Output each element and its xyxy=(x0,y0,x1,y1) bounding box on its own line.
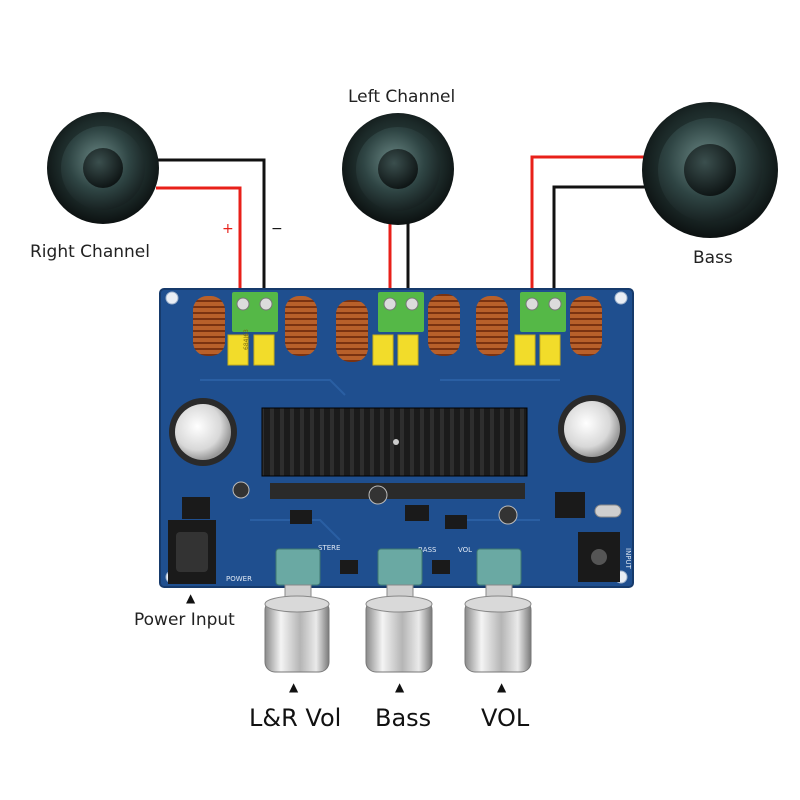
silkscreen-vol: VOL xyxy=(458,546,472,554)
electrolytic-capacitor-right xyxy=(558,395,626,463)
power-input-arrow-icon: ▲ xyxy=(186,591,196,605)
silkscreen-input: INPUT xyxy=(624,548,632,570)
bass-red-wire xyxy=(530,155,648,305)
electrolytic-capacitor-left xyxy=(169,398,237,466)
small-capacitor xyxy=(498,505,518,525)
bass-knob[interactable] xyxy=(365,548,433,673)
power-input-label: Power Input xyxy=(134,610,235,630)
capacitor-marking: 684J63 xyxy=(243,329,250,350)
lr-vol-label: L&R Vol xyxy=(249,704,342,732)
vol-knob[interactable] xyxy=(464,548,532,673)
silkscreen-power: POWER xyxy=(226,575,252,583)
amplifier-board: 684J63 xyxy=(159,288,634,588)
ics xyxy=(290,492,585,574)
silkscreen-bass: BASS xyxy=(418,546,437,554)
right-channel-label: Right Channel xyxy=(30,242,150,262)
small-capacitor xyxy=(368,485,388,505)
right-channel-red-wire xyxy=(156,186,242,305)
inductors xyxy=(193,294,602,362)
minus-sign: − xyxy=(271,221,283,237)
bass-terminal xyxy=(520,292,566,332)
left-channel-terminal xyxy=(378,292,424,332)
bass-knob-label: Bass xyxy=(375,704,432,732)
crystal xyxy=(594,504,622,518)
silkscreen-stereo: STERE xyxy=(318,544,340,552)
vol-label: VOL xyxy=(481,704,530,732)
right-channel-terminal xyxy=(232,292,278,332)
lr-vol-knob[interactable] xyxy=(264,548,330,673)
left-channel-label: Left Channel xyxy=(348,87,456,107)
diode xyxy=(182,497,210,519)
left-channel-speaker xyxy=(342,113,454,225)
bass-arrow-icon: ▲ xyxy=(395,680,405,694)
small-capacitor xyxy=(232,481,250,499)
film-capacitors xyxy=(227,334,561,366)
lr-vol-arrow-icon: ▲ xyxy=(289,680,299,694)
bass-speaker xyxy=(642,102,778,238)
vol-arrow-icon: ▲ xyxy=(497,680,507,694)
power-input-jack xyxy=(168,520,216,584)
heatsink xyxy=(261,407,528,477)
right-channel-speaker xyxy=(47,112,159,224)
bass-black-wire xyxy=(552,185,650,305)
audio-input-jack xyxy=(578,532,620,582)
pin-header xyxy=(270,483,525,499)
wires xyxy=(156,155,650,305)
right-channel-black-wire xyxy=(156,158,266,305)
plus-sign: + xyxy=(222,221,234,237)
bass-speaker-label: Bass xyxy=(693,248,733,268)
